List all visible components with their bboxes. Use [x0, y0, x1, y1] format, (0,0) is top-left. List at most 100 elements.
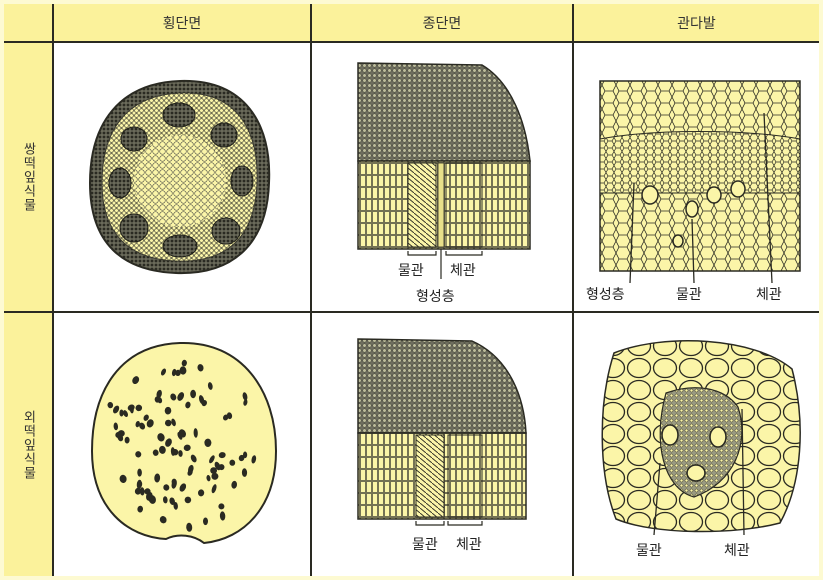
- header-vascular-bundle: 관다발: [574, 4, 819, 43]
- scattered-bundle: [139, 487, 145, 496]
- vessel: [641, 185, 659, 205]
- scattered-bundle: [203, 517, 208, 526]
- vascular-bundle: [162, 234, 198, 258]
- dicot-cambium-strip: [437, 162, 445, 248]
- dicot-phloem-tubes: [445, 162, 483, 248]
- scattered-bundle: [193, 428, 198, 438]
- scattered-bundle: [229, 459, 236, 466]
- monocot-cross-section: [54, 313, 312, 576]
- scattered-bundle: [173, 502, 178, 510]
- monocot-bundle-phloem-label: 체관: [724, 543, 750, 559]
- vascular-bundle: [211, 217, 241, 245]
- scattered-bundle: [177, 432, 183, 440]
- header-vascular-bundle-label: 관다발: [677, 15, 716, 32]
- scattered-bundle: [171, 478, 177, 485]
- scattered-bundle: [243, 399, 248, 406]
- scattered-bundle: [184, 496, 192, 504]
- scattered-bundle: [185, 401, 191, 409]
- scattered-bundle: [156, 389, 162, 399]
- scattered-bundle: [241, 468, 248, 477]
- scattered-bundle: [211, 484, 217, 494]
- scattered-bundle: [197, 489, 205, 497]
- monocot-bundle-drawing: 물관 체관: [601, 340, 801, 559]
- scattered-bundle: [165, 438, 172, 447]
- vessel: [730, 180, 746, 198]
- scattered-bundle: [231, 480, 238, 489]
- scattered-bundle: [251, 455, 257, 464]
- scattered-bundle: [218, 503, 225, 510]
- scattered-bundle: [170, 447, 175, 456]
- monocot-vascular-bundle: 물관 체관: [574, 313, 819, 576]
- scattered-bundle: [170, 393, 177, 401]
- scattered-bundle: [145, 491, 153, 501]
- scattered-bundle: [132, 376, 140, 385]
- scattered-bundle: [163, 484, 170, 491]
- scattered-bundle: [157, 433, 165, 442]
- vessel: [686, 464, 706, 482]
- dicot-bundle-phloem-label: 체관: [756, 287, 782, 303]
- scattered-bundle: [179, 366, 187, 375]
- vessel: [672, 234, 684, 248]
- monocot-long-phloem-label: 체관: [456, 537, 482, 553]
- monocot-stem-top-cut: [357, 338, 527, 434]
- scattered-bundle: [146, 419, 154, 428]
- scattered-bundle: [171, 368, 177, 377]
- scattered-bundle: [136, 479, 142, 489]
- monocot-longitudinal-drawing: 물관 체관: [357, 338, 527, 553]
- monocot-scattered-bundles: [107, 359, 257, 532]
- dicot-cross-section: [54, 43, 312, 313]
- scattered-bundle: [198, 395, 205, 405]
- scattered-bundle: [135, 404, 143, 412]
- scattered-bundle: [177, 392, 185, 401]
- scattered-bundle: [137, 505, 144, 513]
- scattered-bundle: [186, 522, 193, 532]
- dicot-stem-top-cut: [357, 62, 531, 162]
- row-header-dicot-label: 쌍떡잎식물: [20, 142, 36, 212]
- scattered-bundle: [127, 404, 135, 411]
- scattered-bundle: [206, 475, 211, 482]
- scattered-bundle: [143, 414, 149, 421]
- dicot-bundle-drawing: 형성층 물관 체관: [586, 80, 801, 303]
- monocot-bundle-xylem-label: 물관: [636, 543, 662, 559]
- corner-cell: [4, 4, 54, 43]
- dicot-cross-section-drawing: [88, 79, 271, 275]
- scattered-bundle: [226, 412, 233, 420]
- dicot-bundle-cambium-zone: [599, 131, 801, 194]
- vessel: [706, 186, 722, 204]
- scattered-bundle: [211, 472, 219, 480]
- vessel: [685, 200, 699, 218]
- scattered-bundle: [154, 473, 161, 483]
- vascular-bundle: [108, 167, 132, 199]
- scattered-bundle: [242, 451, 248, 459]
- vascular-bundle: [162, 102, 196, 128]
- row-header-monocot-label: 외떡잎식물: [20, 409, 36, 480]
- scattered-bundle: [197, 364, 204, 372]
- scattered-bundle: [207, 382, 213, 390]
- scattered-bundle: [238, 454, 245, 462]
- scattered-bundle: [158, 445, 166, 454]
- scattered-bundle: [113, 405, 120, 414]
- monocot-cross-section-drawing: [90, 341, 278, 545]
- dicot-long-xylem-label: 물관: [398, 263, 424, 279]
- monocot-bundle-sheath: [659, 387, 743, 498]
- scattered-bundle: [210, 467, 218, 475]
- scattered-bundle: [157, 396, 163, 404]
- monocot-xylem-vessels: [415, 434, 445, 518]
- scattered-bundle: [190, 389, 197, 399]
- scattered-bundle: [219, 511, 226, 521]
- monocot-phloem-tubes: [447, 434, 483, 518]
- dicot-bundle-vessels: [641, 180, 746, 248]
- dicot-pith: [134, 135, 226, 227]
- scattered-bundle: [179, 483, 187, 492]
- scattered-bundle: [175, 369, 181, 376]
- scattered-bundle: [178, 450, 183, 457]
- comparison-table: 횡단면 종단면 관다발 쌍떡잎식물: [4, 4, 819, 576]
- vascular-bundle: [210, 122, 238, 148]
- scattered-bundle: [113, 422, 119, 431]
- dicot-vascular-bundles: [108, 102, 254, 258]
- scattered-bundle: [169, 497, 175, 505]
- scattered-bundle: [181, 359, 187, 367]
- scattered-bundle: [152, 449, 159, 456]
- dicot-long-phloem-label: 체관: [450, 263, 476, 279]
